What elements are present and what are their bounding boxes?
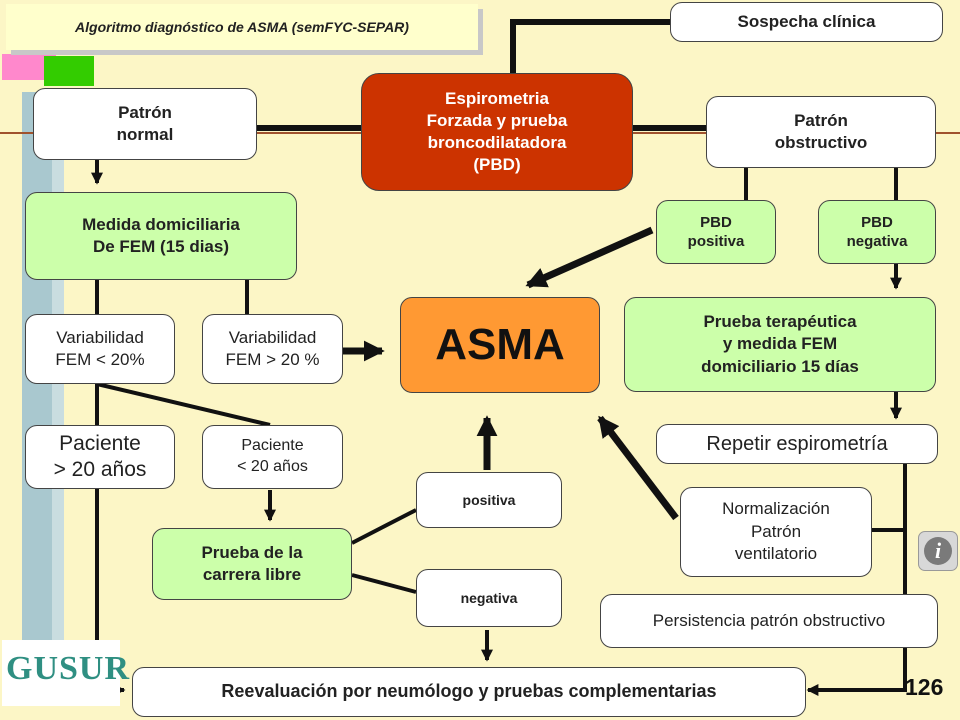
patron-obstructivo-line-1: Patrón: [794, 110, 848, 130]
node-paciente-menor[interactable]: Paciente < 20 años: [202, 425, 343, 489]
node-positiva[interactable]: positiva: [416, 472, 562, 528]
paciente-mayor-line-2: > 20 años: [53, 458, 147, 481]
espirometria-line-1: Espirometria: [445, 88, 549, 108]
paciente-menor-line-2: < 20 años: [237, 458, 308, 475]
medida-line-1: Medida domiciliaria: [82, 214, 240, 234]
diagram-title-text: Algoritmo diagnóstico de ASMA (semFYC-SE…: [75, 19, 409, 35]
node-paciente-mayor[interactable]: Paciente > 20 años: [25, 425, 175, 489]
pbd-negativa-line-1: PBD: [861, 213, 893, 231]
node-variabilidad-menor[interactable]: Variabilidad FEM < 20%: [25, 314, 175, 384]
node-patron-normal[interactable]: Patrón normal: [33, 88, 257, 160]
connector-carrera-negativa: [351, 573, 417, 594]
info-glyph: i: [924, 537, 952, 565]
node-pbd-negativa[interactable]: PBD negativa: [818, 200, 936, 264]
normalizacion-line-2: Patrón: [750, 521, 802, 541]
node-asma[interactable]: ASMA: [400, 297, 600, 393]
page-number-text: 126: [905, 674, 944, 700]
logo-text: GUSUR: [6, 650, 131, 687]
pbd-positiva-line-1: PBD: [700, 213, 732, 231]
node-reevaluacion[interactable]: Reevaluación por neumólogo y pruebas com…: [132, 667, 806, 717]
pbd-positiva-line-2: positiva: [687, 233, 745, 250]
positiva-text: positiva: [462, 491, 516, 508]
arrow-normalizacion-asma: [597, 415, 679, 521]
pbd-negativa-line-2: negativa: [846, 233, 908, 250]
var-mayor-line-2: FEM > 20 %: [225, 350, 320, 369]
node-variabilidad-mayor[interactable]: Variabilidad FEM > 20 %: [202, 314, 343, 384]
carrera-line-1: Prueba de la: [201, 542, 303, 562]
node-prueba-carrera[interactable]: Prueba de la carrera libre: [152, 528, 352, 600]
normalizacion-line-3: ventilatorio: [734, 544, 818, 564]
logo-background: [2, 640, 120, 706]
node-normalizacion[interactable]: Normalización Patrón ventilatorio: [680, 487, 872, 577]
espirometria-line-3: broncodilatadora: [427, 133, 567, 152]
arrow-persistencia-reevaluacion: [806, 684, 907, 696]
connector-var-menor-pacientes: [96, 382, 271, 427]
reevaluacion-text: Reevaluación por neumólogo y pruebas com…: [221, 681, 717, 702]
page-number: 126: [905, 674, 943, 701]
var-menor-line-1: Variabilidad: [56, 327, 144, 347]
info-icon[interactable]: i: [918, 531, 958, 571]
carrera-line-2: carrera libre: [202, 565, 302, 584]
paciente-mayor-line-1: Paciente: [59, 431, 141, 455]
persistencia-text: Persistencia patrón obstructivo: [652, 610, 886, 630]
patron-normal-line-1: Patrón: [118, 102, 172, 122]
node-medida-domiciliaria[interactable]: Medida domiciliaria De FEM (15 dias): [25, 192, 297, 280]
medida-line-2: De FEM (15 dias): [92, 237, 230, 256]
gusur-logo-icon: GUSUR: [6, 650, 130, 688]
terapeutica-line-1: Prueba terapéutica: [703, 312, 857, 332]
patron-obstructivo-line-2: obstructivo: [774, 133, 868, 152]
sospecha-text: Sospecha clínica: [737, 11, 876, 31]
arrow-pbdpos-asma: [525, 226, 654, 289]
node-negativa[interactable]: negativa: [416, 569, 562, 627]
paciente-menor-line-1: Paciente: [241, 437, 304, 455]
node-repetir-espirometria[interactable]: Repetir espirometría: [656, 424, 938, 464]
normalizacion-line-1: Normalización: [722, 498, 830, 518]
var-menor-line-2: FEM < 20%: [55, 350, 145, 369]
espirometria-line-4: (PBD): [473, 155, 521, 175]
node-sospecha-clinica[interactable]: Sospecha clínica: [670, 2, 943, 42]
connector-sospecha: [510, 19, 670, 73]
terapeutica-line-3: domiciliario 15 días: [701, 356, 859, 376]
green-square: [44, 56, 94, 86]
node-espirometria[interactable]: Espirometria Forzada y prueba broncodila…: [361, 73, 633, 191]
node-prueba-terapeutica[interactable]: Prueba terapéutica y medida FEM domicili…: [624, 297, 936, 392]
node-pbd-positiva[interactable]: PBD positiva: [656, 200, 776, 264]
terapeutica-line-2: y medida FEM: [722, 334, 838, 354]
var-mayor-line-1: Variabilidad: [228, 327, 317, 347]
patron-normal-line-2: normal: [116, 125, 174, 144]
espirometria-line-2: Forzada y prueba: [426, 110, 568, 130]
asma-text: ASMA: [435, 320, 565, 370]
negativa-text: negativa: [460, 589, 518, 606]
repetir-text: Repetir espirometría: [706, 433, 888, 455]
node-persistencia[interactable]: Persistencia patrón obstructivo: [600, 594, 938, 648]
node-patron-obstructivo[interactable]: Patrón obstructivo: [706, 96, 936, 168]
connector-carrera-positiva: [351, 508, 417, 545]
diagram-title: Algoritmo diagnóstico de ASMA (semFYC-SE…: [6, 4, 478, 50]
